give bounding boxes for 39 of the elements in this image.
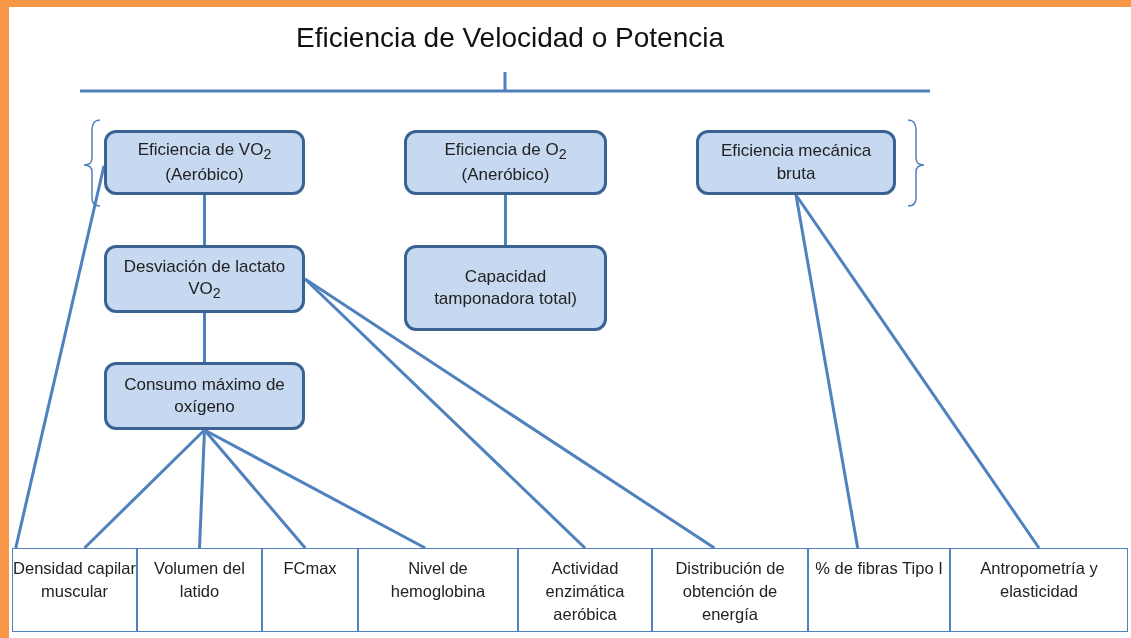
table-cell — [950, 548, 1128, 632]
connector-line — [203, 195, 206, 245]
rounded-box — [104, 362, 305, 430]
rounded-box — [104, 130, 305, 195]
node-text: % de fibras Tipo I — [815, 558, 943, 579]
rounded-box — [104, 245, 305, 313]
node-text: Volumen del latido — [153, 558, 246, 603]
table-cell — [808, 548, 950, 632]
node-text: Nivel de hemoglobina — [389, 558, 487, 603]
table-cell — [518, 548, 652, 632]
node-text: FCmax — [283, 558, 337, 579]
table-cell — [262, 548, 358, 632]
node-text: Densidad capilar muscular — [13, 558, 136, 603]
diagram-title: Eficiencia de Velocidad o Potencia — [294, 22, 726, 54]
connector-line — [14, 165, 106, 549]
connector-line — [504, 195, 507, 245]
node-text: Antropometría y elasticidad — [979, 558, 1099, 603]
connector-line — [794, 194, 1041, 549]
node-text: Desviación de lactato VO$_{2}$ — [122, 255, 287, 303]
connector-line — [203, 429, 307, 549]
table-cell — [652, 548, 808, 632]
rounded-box — [404, 245, 607, 331]
node-text: Eficiencia de O$_{2}$ (Aneróbico) — [443, 139, 568, 186]
table-cell — [12, 548, 137, 632]
connector-line — [304, 277, 716, 550]
connector-line — [794, 194, 860, 549]
connector-line — [198, 429, 206, 549]
node-text: Distribución de obtención de energía — [674, 558, 786, 626]
connector-line — [83, 428, 206, 550]
node-text: Eficiencia mecánica bruta — [719, 140, 873, 185]
rounded-box — [696, 130, 896, 195]
node-text: Eficiencia de VO$_{2}$ (Aeróbico) — [136, 139, 273, 186]
table-cell — [137, 548, 262, 632]
node-text: Consumo máximo de oxígeno — [123, 373, 286, 418]
table-cell — [358, 548, 518, 632]
node-text: Capacidad tamponadora total) — [433, 265, 578, 310]
node-text: Actividad enzimática aeróbica — [544, 558, 626, 626]
connector-line — [203, 313, 206, 362]
rounded-box — [404, 130, 607, 195]
